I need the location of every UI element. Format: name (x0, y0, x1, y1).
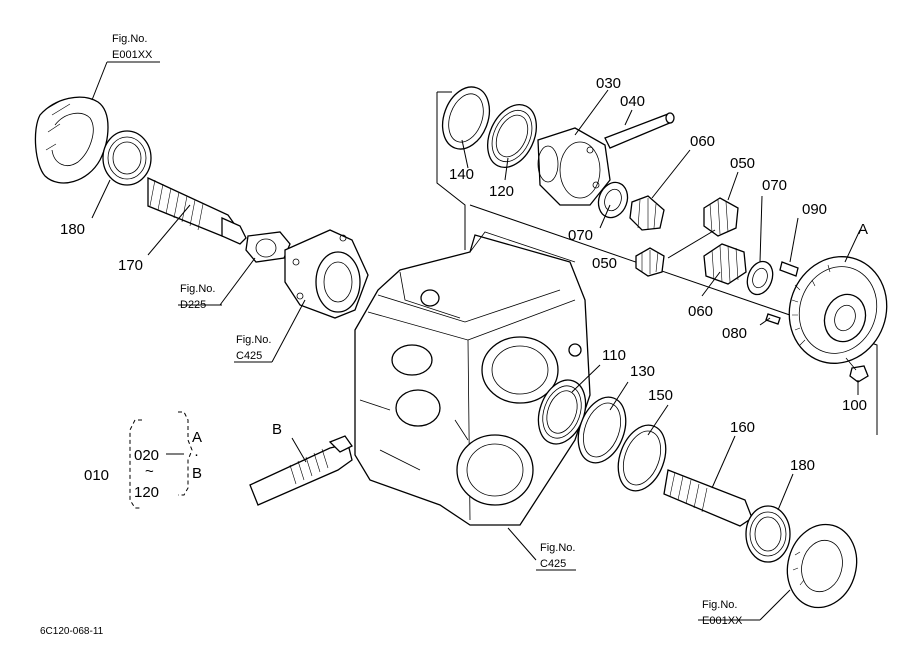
part-label-120-top: 120 (489, 183, 514, 200)
part-label-180-bottom: 180 (790, 457, 815, 474)
drawing-code: 6C120-068-11 (40, 626, 104, 637)
bearing-120-top (487, 104, 537, 168)
part-label-080: 080 (722, 325, 747, 342)
diff-case-030 (537, 127, 611, 206)
snap-ring-140 (441, 86, 491, 150)
fig-label-e001-bottom: Fig.No. (702, 599, 737, 611)
fig-label-c425-bottom: Fig.No. (540, 542, 575, 554)
callout-b-brace: B (192, 465, 202, 482)
figure-references: Fig.No. E001XX Fig.No. D225 Fig.No. C425… (112, 33, 743, 627)
part-label-100: 100 (842, 397, 867, 414)
callout-a-ring-gear: A (858, 221, 868, 238)
range-tilde: ~ (145, 463, 154, 480)
part-label-020: 020 (134, 447, 159, 464)
fig-ref-c425-left: C425 (236, 350, 262, 362)
part-label-040: 040 (620, 93, 645, 110)
leader-lines (91, 61, 861, 621)
bearing-110 (537, 379, 587, 445)
bolt-100 (845, 357, 869, 383)
part-label-070-bottom: 070 (762, 177, 787, 194)
washer-070-top (597, 181, 629, 219)
fig-label-e001-top: Fig.No. (112, 33, 147, 45)
bearing-180-top (102, 130, 152, 186)
callout-letters: A A · B B (192, 221, 868, 482)
part-label-160: 160 (730, 419, 755, 436)
shaft-170 (147, 176, 247, 245)
part-label-170: 170 (118, 257, 143, 274)
gear-060-top (629, 195, 665, 231)
bearing-housing-c425 (284, 229, 369, 319)
part-numbers: 180 170 140 120 030 040 070 060 050 070 … (60, 75, 867, 501)
brace-dot: · (194, 446, 199, 463)
part-label-070-top: 070 (568, 227, 593, 244)
shaft-160 (663, 469, 753, 527)
fig-ref-e001-top: E001XX (112, 49, 153, 61)
part-label-050-top: 050 (730, 155, 755, 172)
part-label-150: 150 (648, 387, 673, 404)
ring-gear-a (788, 256, 888, 364)
gear-050-top (703, 197, 739, 237)
cover-e001-top (34, 96, 109, 184)
cover-e001-bottom (786, 523, 858, 609)
fig-ref-c425-bottom: C425 (540, 558, 566, 570)
washer-070-bottom (746, 260, 774, 296)
callout-b-shaft: B (272, 421, 282, 438)
gear-060-bottom (703, 243, 747, 285)
part-label-030: 030 (596, 75, 621, 92)
part-label-060-bottom: 060 (688, 303, 713, 320)
part-label-060-top: 060 (690, 133, 715, 150)
part-label-140: 140 (449, 166, 474, 183)
brace-group-010 (129, 411, 193, 509)
pin-090 (779, 261, 799, 277)
fig-label-d225: Fig.No. (180, 283, 215, 295)
callout-a-brace: A (192, 429, 202, 446)
shaft-b (249, 435, 353, 506)
fig-label-c425-left: Fig.No. (236, 334, 271, 346)
fig-ref-d225: D225 (180, 299, 206, 311)
transmission-housing (354, 231, 591, 526)
coupling-d225 (245, 231, 291, 263)
part-label-090: 090 (802, 201, 827, 218)
assembly-bracket-lines (436, 91, 878, 435)
part-label-110: 110 (602, 347, 626, 364)
part-label-130: 130 (630, 363, 655, 380)
part-label-050-bottom: 050 (592, 255, 617, 272)
ring-130 (577, 396, 627, 464)
bearing-180-bottom (745, 505, 791, 563)
gear-050-bottom (635, 247, 665, 277)
fig-ref-e001-bottom: E001XX (702, 615, 743, 627)
pin-040 (604, 112, 675, 149)
part-label-010: 010 (84, 467, 109, 484)
part-label-120-range: 120 (134, 484, 159, 501)
part-label-180-top: 180 (60, 221, 85, 238)
pin-080 (765, 313, 781, 325)
